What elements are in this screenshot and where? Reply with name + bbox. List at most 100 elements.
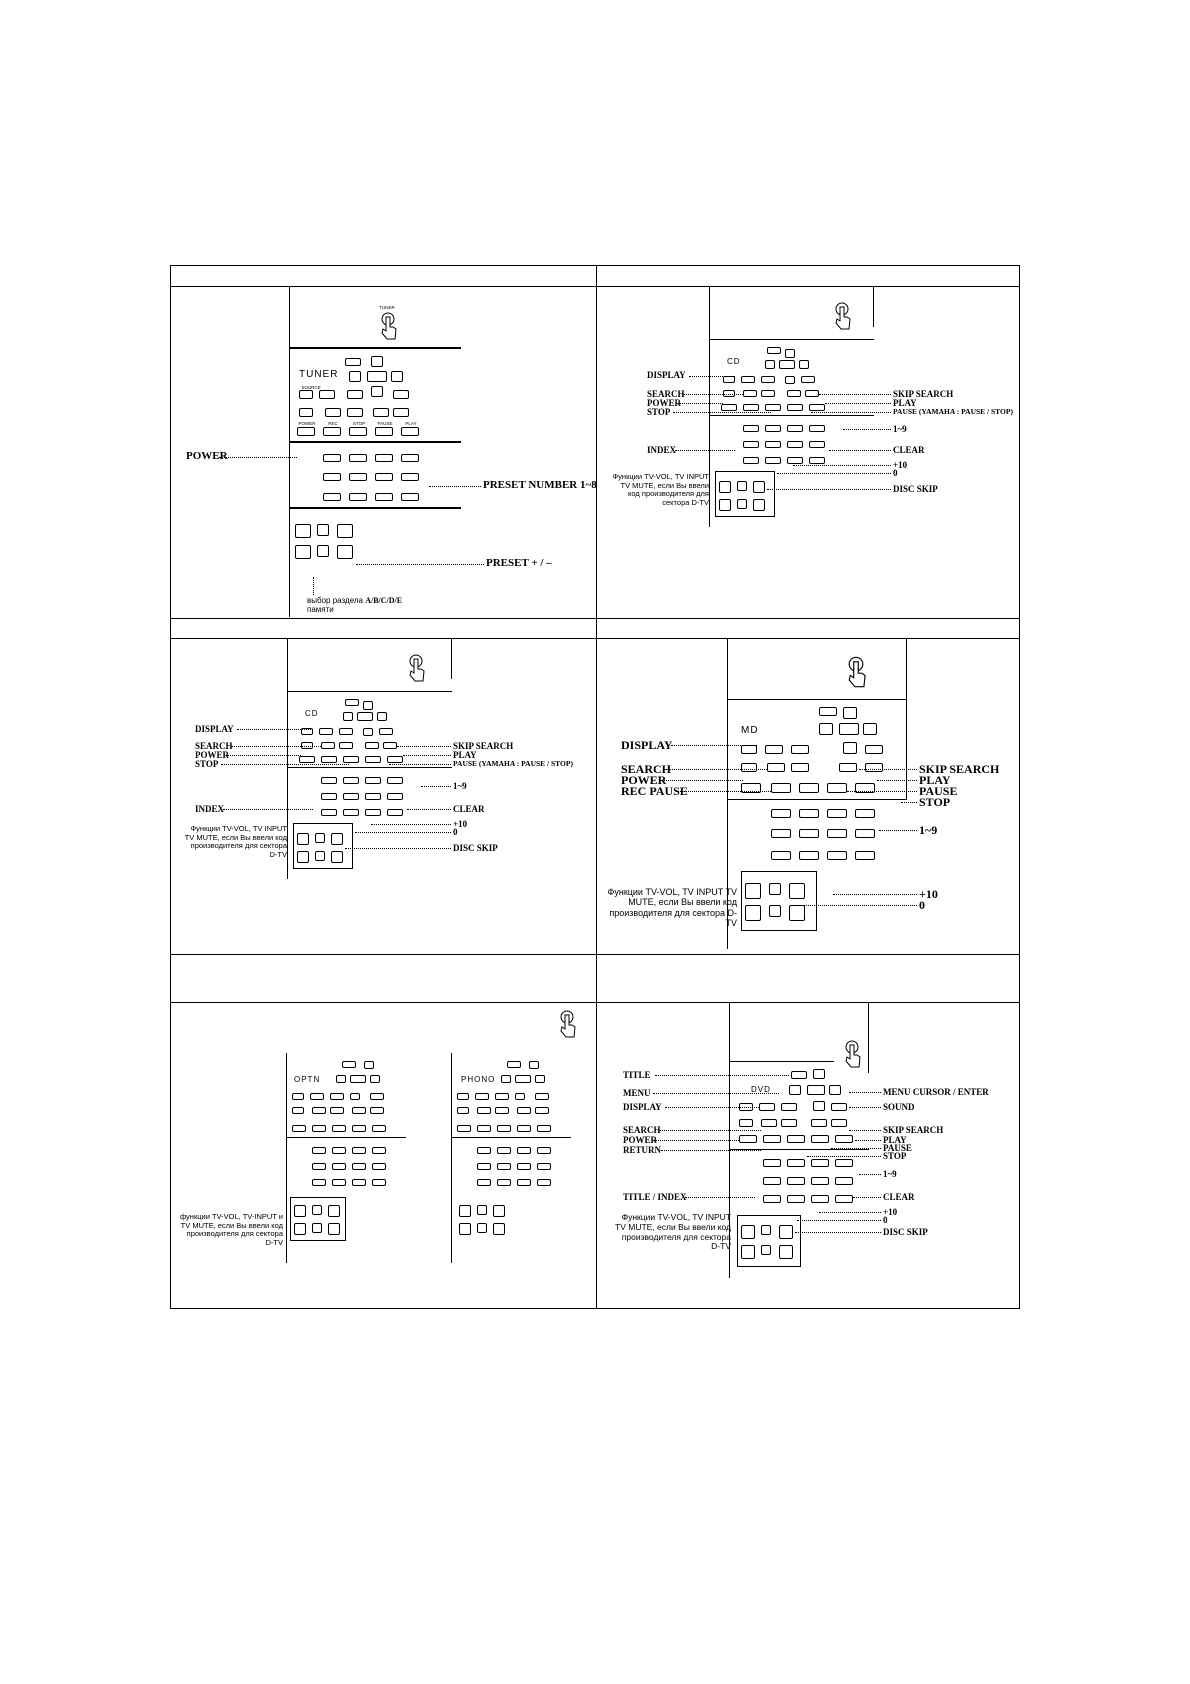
number-12-key[interactable] <box>387 809 403 816</box>
source-up-key[interactable] <box>301 728 313 735</box>
title-key[interactable] <box>507 1061 521 1068</box>
menu-key[interactable] <box>791 745 809 754</box>
enter-key[interactable] <box>367 371 387 382</box>
pause-key[interactable] <box>811 1135 829 1143</box>
rec-key[interactable] <box>312 1125 326 1132</box>
source-up-key[interactable] <box>457 1093 469 1100</box>
number-2-key[interactable] <box>343 777 359 784</box>
number-2-key[interactable] <box>765 425 781 432</box>
chapter-fwd-key[interactable] <box>831 1119 847 1127</box>
number-4-key[interactable] <box>835 1159 853 1167</box>
power-key[interactable] <box>299 756 315 763</box>
pause-key[interactable] <box>375 427 393 436</box>
play-key[interactable] <box>809 404 825 411</box>
search-fwd-key[interactable] <box>347 408 363 417</box>
cursor-left-key[interactable] <box>343 712 353 721</box>
display-key[interactable] <box>475 1093 489 1100</box>
number-5-key[interactable] <box>321 793 337 800</box>
number-4-key[interactable] <box>401 454 419 462</box>
sound-key[interactable] <box>393 390 409 399</box>
tv-vol-up-key[interactable] <box>297 833 309 845</box>
tv-vol-up-key[interactable] <box>294 1205 306 1217</box>
number-1-key[interactable] <box>321 777 337 784</box>
search-back-key[interactable] <box>767 763 785 772</box>
number-10-key[interactable] <box>787 1195 805 1203</box>
chapter-back-key[interactable] <box>811 1119 827 1127</box>
chapter-back-key[interactable] <box>787 390 801 397</box>
cursor-right-key[interactable] <box>799 360 809 369</box>
menu-key[interactable] <box>330 1093 344 1100</box>
number-6-key[interactable] <box>332 1163 346 1170</box>
number-11-key[interactable] <box>517 1179 531 1186</box>
cursor-up-key[interactable] <box>529 1061 539 1069</box>
number-3-key[interactable] <box>517 1147 531 1154</box>
menu-key[interactable] <box>495 1093 509 1100</box>
tv-input-key[interactable] <box>477 1205 487 1215</box>
number-8-key[interactable] <box>401 473 419 481</box>
title-key[interactable] <box>345 699 359 706</box>
cursor-left-key[interactable] <box>336 1075 346 1083</box>
ch-down-key[interactable] <box>789 905 805 921</box>
number-3-key[interactable] <box>787 425 803 432</box>
number-1-key[interactable] <box>477 1147 491 1154</box>
tv-vol-down-key[interactable] <box>295 545 311 559</box>
preset-up-key[interactable] <box>337 524 353 538</box>
number-12-key[interactable] <box>809 457 825 464</box>
stop-key[interactable] <box>765 404 781 411</box>
number-4-key[interactable] <box>387 777 403 784</box>
menu-key[interactable] <box>761 376 775 383</box>
stop-key[interactable] <box>799 783 819 793</box>
number-5-key[interactable] <box>323 473 341 481</box>
disc-down-key[interactable] <box>779 1245 793 1259</box>
number-4-key[interactable] <box>855 809 875 818</box>
pause-key[interactable] <box>365 756 381 763</box>
number-11-key[interactable] <box>787 457 803 464</box>
play-key[interactable] <box>855 783 875 793</box>
title-key[interactable] <box>791 1071 807 1079</box>
sound-key[interactable] <box>865 745 883 754</box>
tv-vol-down-key[interactable] <box>459 1223 471 1235</box>
number-9-key[interactable] <box>321 809 337 816</box>
tv-input-key[interactable] <box>317 524 329 536</box>
number-4-key[interactable] <box>809 425 825 432</box>
rec-key[interactable] <box>323 427 341 436</box>
number-10-key[interactable] <box>497 1179 511 1186</box>
number-9-key[interactable] <box>323 493 341 501</box>
search-fwd-key[interactable] <box>339 742 353 749</box>
number-7-key[interactable] <box>787 441 803 448</box>
number-12-key[interactable] <box>855 851 875 860</box>
number-8-key[interactable] <box>372 1163 386 1170</box>
chapter-back-key[interactable] <box>352 1107 366 1114</box>
number-11-key[interactable] <box>375 493 393 501</box>
display-key[interactable] <box>310 1093 324 1100</box>
rec-key[interactable] <box>771 783 791 793</box>
ch-down-key[interactable] <box>493 1223 505 1235</box>
display-key[interactable] <box>319 390 335 399</box>
number-6-key[interactable] <box>343 793 359 800</box>
number-5-key[interactable] <box>477 1163 491 1170</box>
number-1-key[interactable] <box>771 809 791 818</box>
number-7-key[interactable] <box>517 1163 531 1170</box>
search-fwd-key[interactable] <box>761 390 775 397</box>
tv-mute-key[interactable] <box>317 545 329 557</box>
tv-vol-up-key[interactable] <box>295 524 311 538</box>
enter-key[interactable] <box>779 360 795 369</box>
sound-key[interactable] <box>535 1093 549 1100</box>
number-2-key[interactable] <box>349 454 367 462</box>
menu-key[interactable] <box>781 1103 797 1111</box>
power-key[interactable] <box>741 783 761 793</box>
number-1-key[interactable] <box>323 454 341 462</box>
select-down-key[interactable] <box>739 1119 753 1127</box>
tv-mute-key[interactable] <box>769 905 781 917</box>
display-key[interactable] <box>765 745 783 754</box>
tv-vol-up-key[interactable] <box>719 481 731 493</box>
number-8-key[interactable] <box>387 793 403 800</box>
cursor-right-key[interactable] <box>535 1075 545 1083</box>
sound-key[interactable] <box>801 376 815 383</box>
stop-key[interactable] <box>343 756 359 763</box>
select-down-key[interactable] <box>301 742 313 749</box>
number-3-key[interactable] <box>375 454 393 462</box>
search-fwd-key[interactable] <box>495 1107 509 1114</box>
title-key[interactable] <box>342 1061 356 1068</box>
display-key[interactable] <box>319 728 333 735</box>
